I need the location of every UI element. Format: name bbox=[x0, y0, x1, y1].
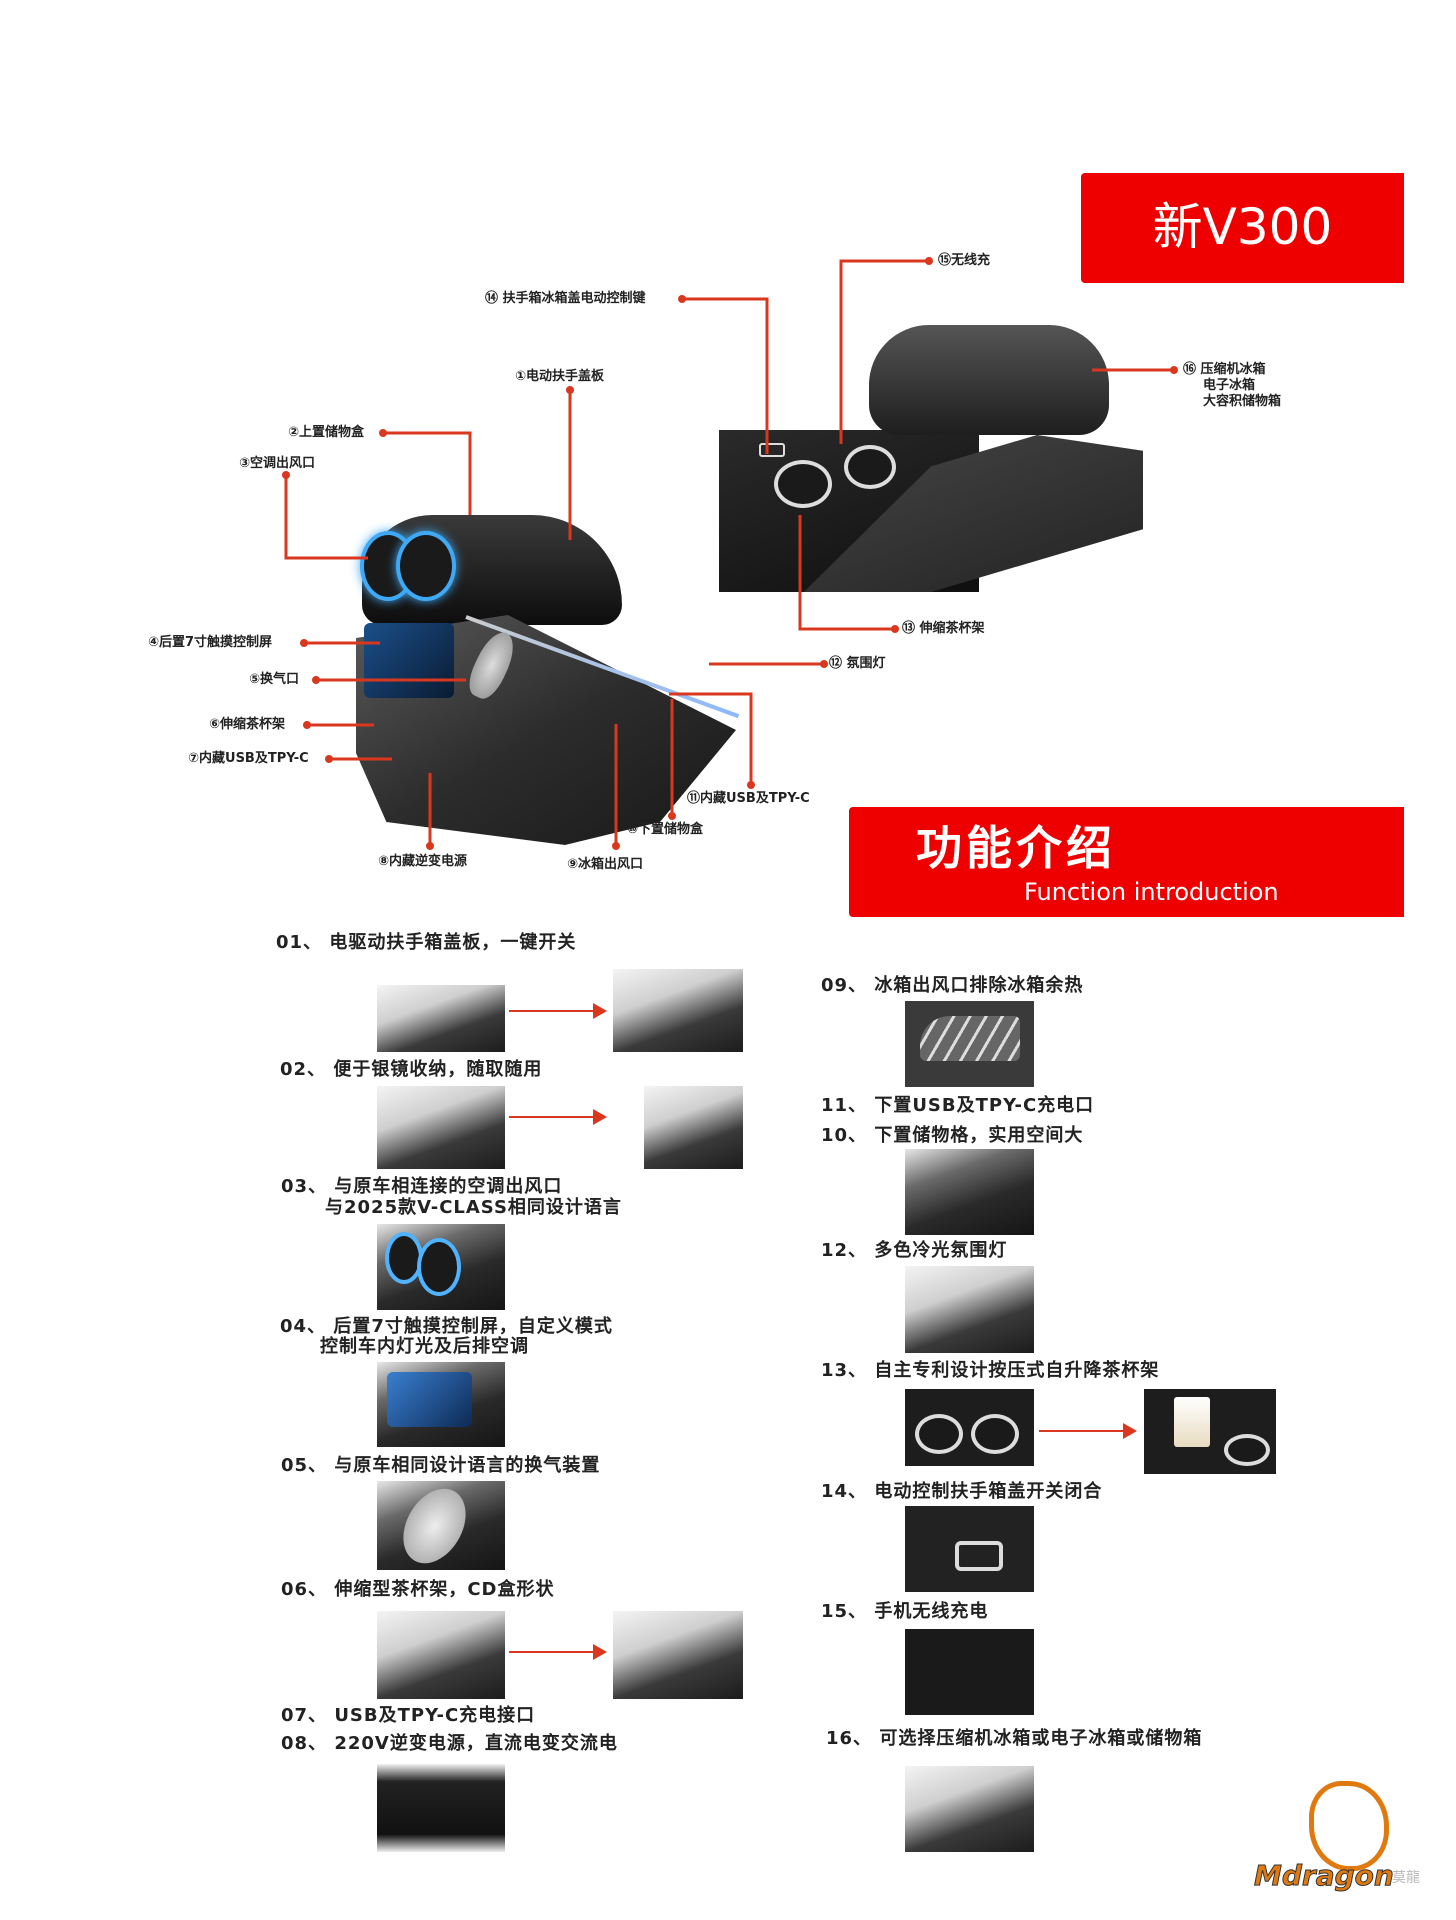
leader-line-3 bbox=[284, 475, 368, 560]
model-title: 新V300 bbox=[1152, 198, 1333, 256]
callout-6: ⑥伸缩茶杯架 bbox=[209, 717, 286, 732]
feature-02-before-image bbox=[377, 1086, 505, 1169]
section-subtitle: Function introduction bbox=[1024, 878, 1279, 906]
model-title-banner: 新V300 bbox=[1081, 173, 1404, 283]
feature-10: 10、 下置储物格，实用空间大 bbox=[821, 1125, 1084, 1146]
leader-line-13 bbox=[798, 515, 895, 631]
feature-02-after-image bbox=[644, 1086, 743, 1169]
function-intro-banner: 功能介绍 Function introduction bbox=[849, 807, 1404, 917]
feature-09: 09、 冰箱出风口排除冰箱余热 bbox=[821, 975, 1084, 996]
callout-9: ⑨冰箱出风口 bbox=[567, 857, 644, 872]
feature-01: 01、 电驱动扶手箱盖板，一键开关 bbox=[276, 932, 577, 953]
feature-12-image bbox=[905, 1266, 1034, 1353]
callout-5: ⑤换气口 bbox=[249, 672, 300, 687]
feature-15-image bbox=[905, 1629, 1034, 1715]
leader-line-14 bbox=[682, 297, 769, 454]
feature-08: 08、 220V逆变电源，直流电变交流电 bbox=[281, 1733, 618, 1754]
callout-11: ⑪内藏USB及TPY-C bbox=[687, 791, 810, 806]
callout-16-line-2: 电子冰箱 bbox=[1203, 378, 1256, 393]
callout-3: ③空调出风口 bbox=[239, 456, 316, 471]
arrow-icon bbox=[509, 1003, 607, 1019]
callout-8: ⑧内藏逆变电源 bbox=[378, 854, 468, 869]
arrow-icon bbox=[1039, 1423, 1137, 1439]
feature-14: 14、 电动控制扶手箱盖开关闭合 bbox=[821, 1481, 1103, 1502]
leader-line-2 bbox=[383, 431, 472, 515]
feature-06: 06、 伸缩型茶杯架，CD盒形状 bbox=[281, 1579, 555, 1600]
feature-12: 12、 多色冷光氛围灯 bbox=[821, 1240, 1008, 1261]
callout-1: ①电动扶手盖板 bbox=[515, 369, 605, 384]
callout-leader-lines bbox=[282, 257, 1178, 850]
arrow-icon bbox=[509, 1109, 607, 1125]
feature-04-line-1: 04、 后置7寸触摸控制屏，自定义模式 bbox=[280, 1316, 613, 1337]
callout-13: ⑬ 伸缩茶杯架 bbox=[902, 621, 985, 636]
feature-03-image bbox=[377, 1224, 505, 1310]
logo-text: Mdragon bbox=[1254, 1859, 1395, 1892]
feature-14-image bbox=[905, 1506, 1034, 1592]
armrest-front-view-image bbox=[719, 325, 1143, 592]
logo-suffix: 莫龍 bbox=[1392, 1870, 1420, 1886]
callout-10: ⑩下置储物盒 bbox=[627, 822, 704, 837]
feature-03-line-2: 与2025款V-CLASS相同设计语言 bbox=[325, 1197, 622, 1218]
feature-05: 05、 与原车相同设计语言的换气装置 bbox=[281, 1455, 601, 1476]
callout-14: ⑭ 扶手箱冰箱盖电动控制键 bbox=[485, 291, 646, 306]
feature-15: 15、 手机无线充电 bbox=[821, 1601, 989, 1622]
feature-03-line-1: 03、 与原车相连接的空调出风口 bbox=[281, 1176, 563, 1197]
feature-06-after-image bbox=[613, 1611, 743, 1699]
mdragon-logo: Mdragon 莫龍 bbox=[1254, 1781, 1429, 1895]
callout-16-line-3: 大容积储物箱 bbox=[1203, 394, 1282, 409]
section-title: 功能介绍 bbox=[916, 821, 1116, 875]
feature-07: 07、 USB及TPY-C充电接口 bbox=[281, 1705, 536, 1726]
feature-09-image bbox=[905, 1001, 1034, 1087]
callout-12: ⑫ 氛围灯 bbox=[829, 656, 886, 671]
feature-13: 13、 自主专利设计按压式自升降茶杯架 bbox=[821, 1360, 1160, 1381]
feature-04-line-2: 控制车内灯光及后排空调 bbox=[320, 1336, 529, 1357]
callout-15: ⑮无线充 bbox=[938, 253, 991, 268]
dragon-icon bbox=[1309, 1781, 1389, 1871]
feature-16-image bbox=[905, 1766, 1034, 1852]
callout-16: ⑯ 压缩机冰箱 电子冰箱 大容积储物箱 bbox=[1183, 362, 1281, 410]
feature-07-08-image bbox=[377, 1764, 505, 1852]
feature-01-after-image bbox=[613, 969, 743, 1052]
callout-7: ⑦内藏USB及TPY-C bbox=[188, 751, 309, 766]
callout-2: ②上置储物盒 bbox=[288, 425, 365, 440]
feature-04-image bbox=[377, 1362, 505, 1447]
feature-13-after-image bbox=[1144, 1389, 1276, 1474]
feature-11: 11、 下置USB及TPY-C充电口 bbox=[821, 1095, 1095, 1116]
feature-10-11-image bbox=[905, 1149, 1034, 1235]
leader-line-11 bbox=[669, 692, 753, 785]
arrow-icon bbox=[509, 1644, 607, 1660]
feature-13-before-image bbox=[905, 1389, 1034, 1466]
feature-16: 16、 可选择压缩机冰箱或电子冰箱或储物箱 bbox=[826, 1728, 1203, 1749]
callout-16-line-1: ⑯ 压缩机冰箱 bbox=[1183, 362, 1266, 377]
feature-02: 02、 便于银镜收纳，随取随用 bbox=[280, 1059, 543, 1080]
leader-line-15 bbox=[839, 259, 929, 444]
feature-01-before-image bbox=[377, 985, 505, 1052]
callout-4: ④后置7寸触摸控制屏 bbox=[148, 635, 273, 650]
feature-06-before-image bbox=[377, 1611, 505, 1699]
feature-05-image bbox=[377, 1481, 505, 1570]
